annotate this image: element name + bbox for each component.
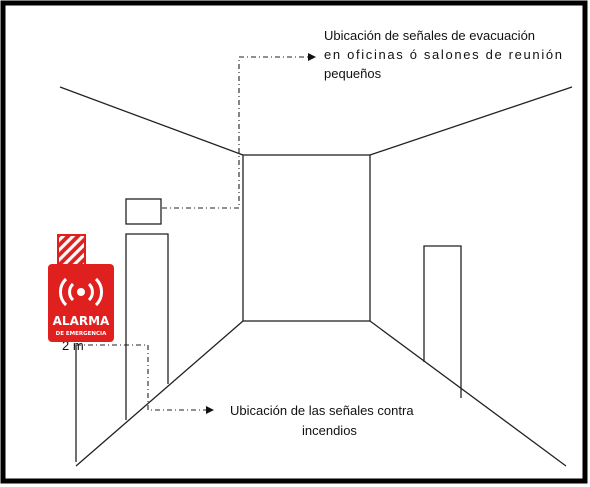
fire-leader [76,344,206,411]
floor-right-edge [369,320,567,467]
alarm-sign-line2: DE EMERGENCIA [56,331,107,337]
evacuation-leader [162,56,308,209]
alarm-speaker-dot [77,288,85,296]
alarm-sign-body [48,264,114,342]
evacuation-label-line2: en oficinas ó salones de reunión [324,47,562,62]
fire-label-line2: incendios [302,423,357,438]
alarm-wave-inner-right [87,282,94,302]
ceiling-left-edge [59,86,244,156]
alarm-sign-line1: ALARMA [53,314,110,328]
left-door [125,233,169,420]
alarm-wave-outer-left [59,277,68,307]
alarm-sign-icon: ALARMA DE EMERGENCIA [48,234,114,342]
fire-label-line1: Ubicación de las señales contra [230,403,414,418]
floor-left-edge [75,320,244,467]
ceiling-right-edge [369,86,573,156]
evacuation-label-line3: pequeños [324,66,382,81]
fire-arrow-icon [206,406,214,414]
alarm-sign-stripe-tab [57,234,86,269]
room-lines [59,86,573,467]
alarm-wave-inner-left [68,282,75,302]
evacuation-label-line1: Ubicación de señales de evacuación [324,28,535,43]
evacuation-sign-box [125,198,162,225]
back-wall [242,154,371,322]
right-door [423,245,462,398]
alarm-wave-outer-right [94,277,103,307]
evacuation-arrow-icon [308,53,316,61]
leader-lines [76,56,308,411]
